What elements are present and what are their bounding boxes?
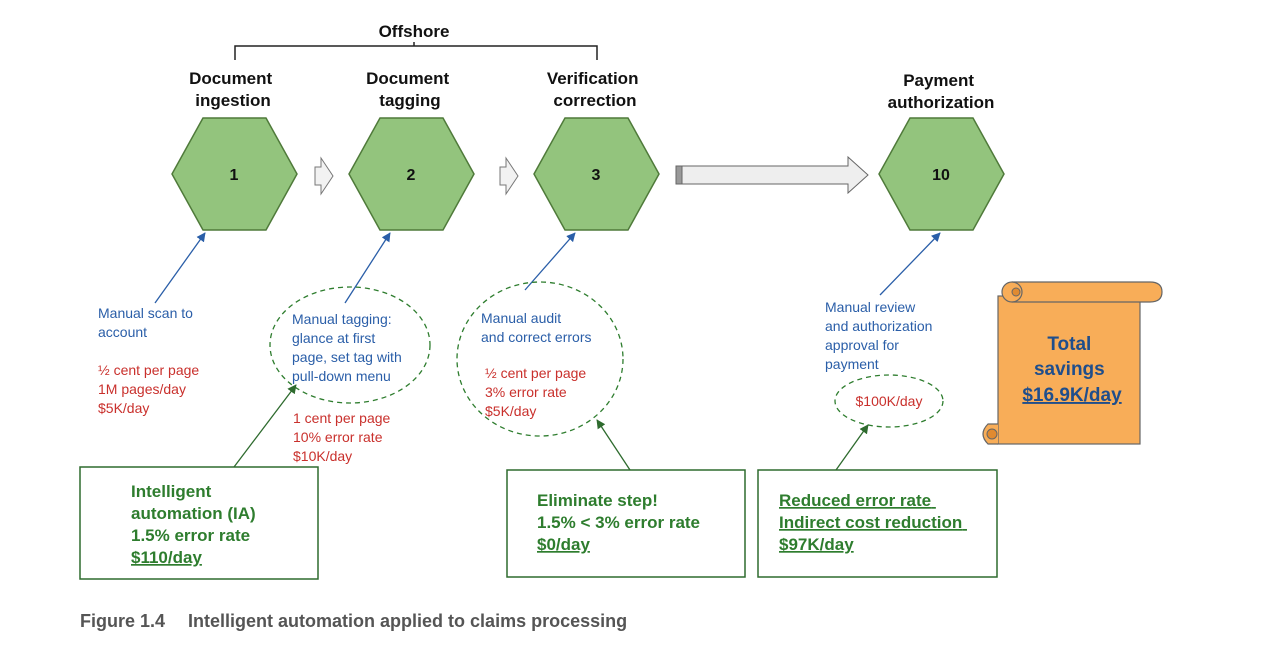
step-10-number: 10	[932, 167, 950, 184]
step-2-cost: 1 cent per page 10% error rate $10K/day	[293, 410, 394, 464]
step-10-cost: $100K/day	[856, 393, 923, 409]
step-3-hexagon	[533, 117, 660, 231]
step-1-description: Manual scan to account	[98, 305, 197, 340]
step-2-ellipse	[269, 286, 431, 404]
pointer-step-10	[879, 232, 941, 296]
step-3-description: Manual audit and correct errors	[481, 310, 591, 345]
step-3-number: 3	[592, 167, 601, 184]
step-2-number: 2	[407, 167, 416, 184]
figure-caption-text: Intelligent automation applied to claims…	[188, 611, 627, 631]
ia-box	[79, 466, 319, 580]
figure-caption: Figure 1.4 Intelligent automation applie…	[80, 611, 627, 631]
flow-arrow-1-2	[314, 156, 334, 196]
step-10-hexagon	[878, 117, 1005, 231]
reduced-error-box-text: Reduced error rate Indirect cost reducti…	[779, 491, 967, 554]
step-10-description: Manual review and authorization approval…	[825, 299, 936, 372]
step-2-description: Manual tagging: glance at first page, se…	[292, 311, 406, 384]
reduced-error-box	[757, 469, 998, 578]
figure-label: Figure 1.4	[80, 611, 165, 631]
eliminate-box	[506, 469, 746, 578]
ia-box-text: Intelligent automation (IA) 1.5% error r…	[131, 482, 260, 567]
pointer-reduced-box	[835, 424, 869, 471]
pointer-ia-box	[233, 384, 297, 468]
pointer-eliminate-box	[596, 419, 631, 471]
step-3-title: Verification correction	[547, 69, 643, 110]
step-1-cost: ½ cent per page 1M pages/day $5K/day	[98, 362, 203, 416]
step-2-title: Document tagging	[366, 69, 454, 110]
pointer-step-3	[524, 232, 576, 291]
step-1-hexagon	[171, 117, 298, 231]
step-3-ellipse	[456, 281, 624, 437]
offshore-label: Offshore	[379, 22, 450, 41]
offshore-bracket	[234, 42, 598, 60]
flow-arrow-3-10	[675, 155, 869, 195]
step-10-cost-ellipse	[834, 374, 944, 428]
flow-arrow-2-3	[499, 156, 519, 196]
step-1-title: Document ingestion	[189, 69, 277, 110]
step-10-title: Payment authorization	[888, 71, 995, 112]
total-savings-text: Total savings $16.9K/day	[1022, 334, 1122, 406]
step-1-number: 1	[230, 167, 239, 184]
pointer-step-2	[344, 232, 391, 304]
total-savings-scroll	[982, 281, 1163, 445]
eliminate-box-text: Eliminate step! 1.5% < 3% error rate $0/…	[537, 491, 705, 554]
step-3-cost: ½ cent per page 3% error rate $5K/day	[485, 365, 590, 419]
pointer-step-1	[154, 232, 206, 304]
step-2-hexagon	[348, 117, 475, 231]
